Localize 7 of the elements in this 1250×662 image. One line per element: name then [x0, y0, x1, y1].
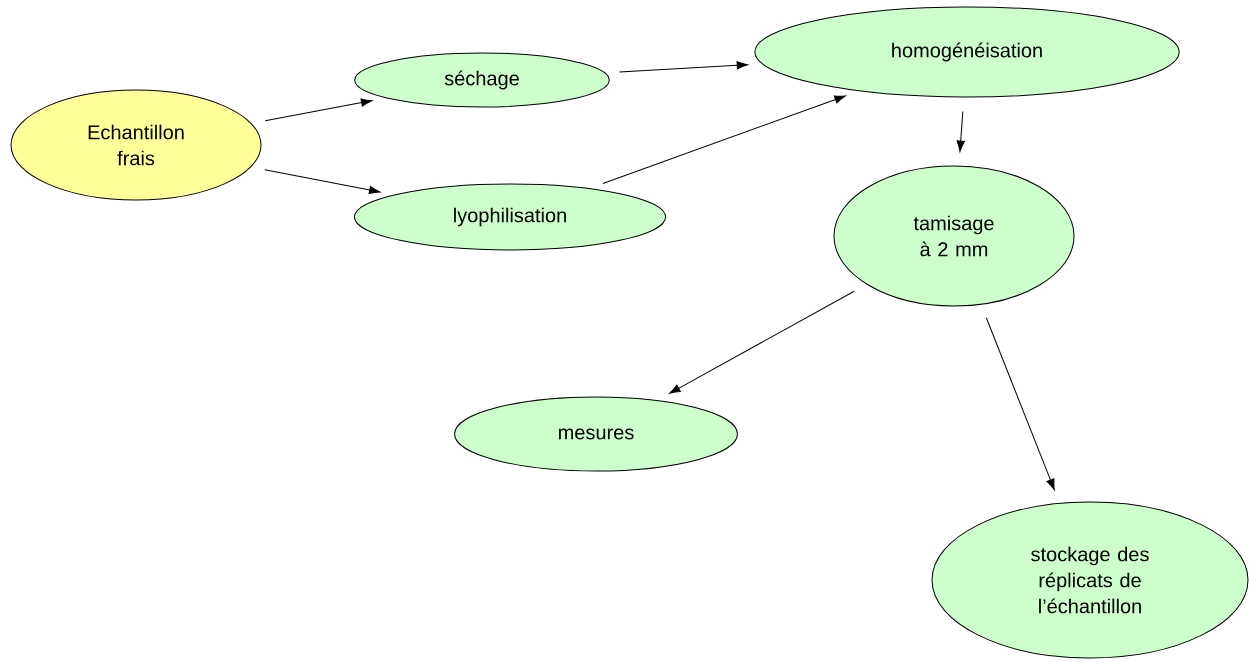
arrow [669, 290, 855, 394]
arrow [264, 98, 373, 122]
arrow [264, 169, 381, 195]
arrow [956, 110, 965, 152]
arrow [985, 317, 1055, 491]
arrow [618, 61, 748, 73]
arrow [602, 95, 846, 184]
